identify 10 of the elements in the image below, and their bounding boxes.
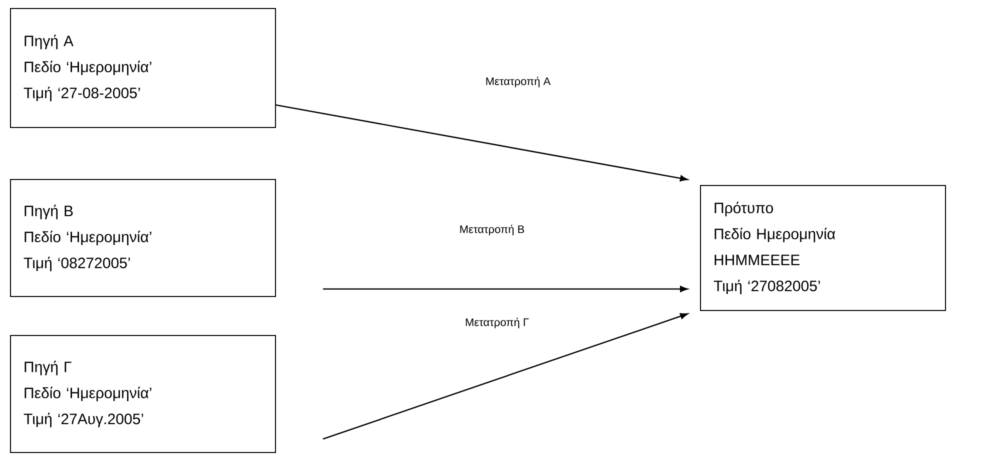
arrow xyxy=(323,286,688,292)
text-box: Πρότυπο Πεδίο Ημερομηνία ΗΗΜΜΕΕΕΕ Τιμή ‘27082005’ xyxy=(700,185,946,311)
arrow xyxy=(322,313,688,440)
text-box: Πηγή Γ Πεδίο ‘Ημερομηνία’ Τιμή ‘27Αυγ.2005’ xyxy=(10,335,276,453)
text-box: Πηγή Β Πεδίο ‘Ημερομηνία’ Τιμή ‘08272005’ xyxy=(10,179,276,297)
arrow xyxy=(276,104,688,182)
text-box: Πηγή Α Πεδίο ‘Ημερομηνία’ Τιμή ‘27-08-2005’ xyxy=(10,8,276,128)
edge-label: Μετατροπή Β xyxy=(460,224,524,236)
edge-label: Μετατροπή Α xyxy=(486,76,551,88)
edge-label: Μετατροπή Γ xyxy=(466,318,529,328)
